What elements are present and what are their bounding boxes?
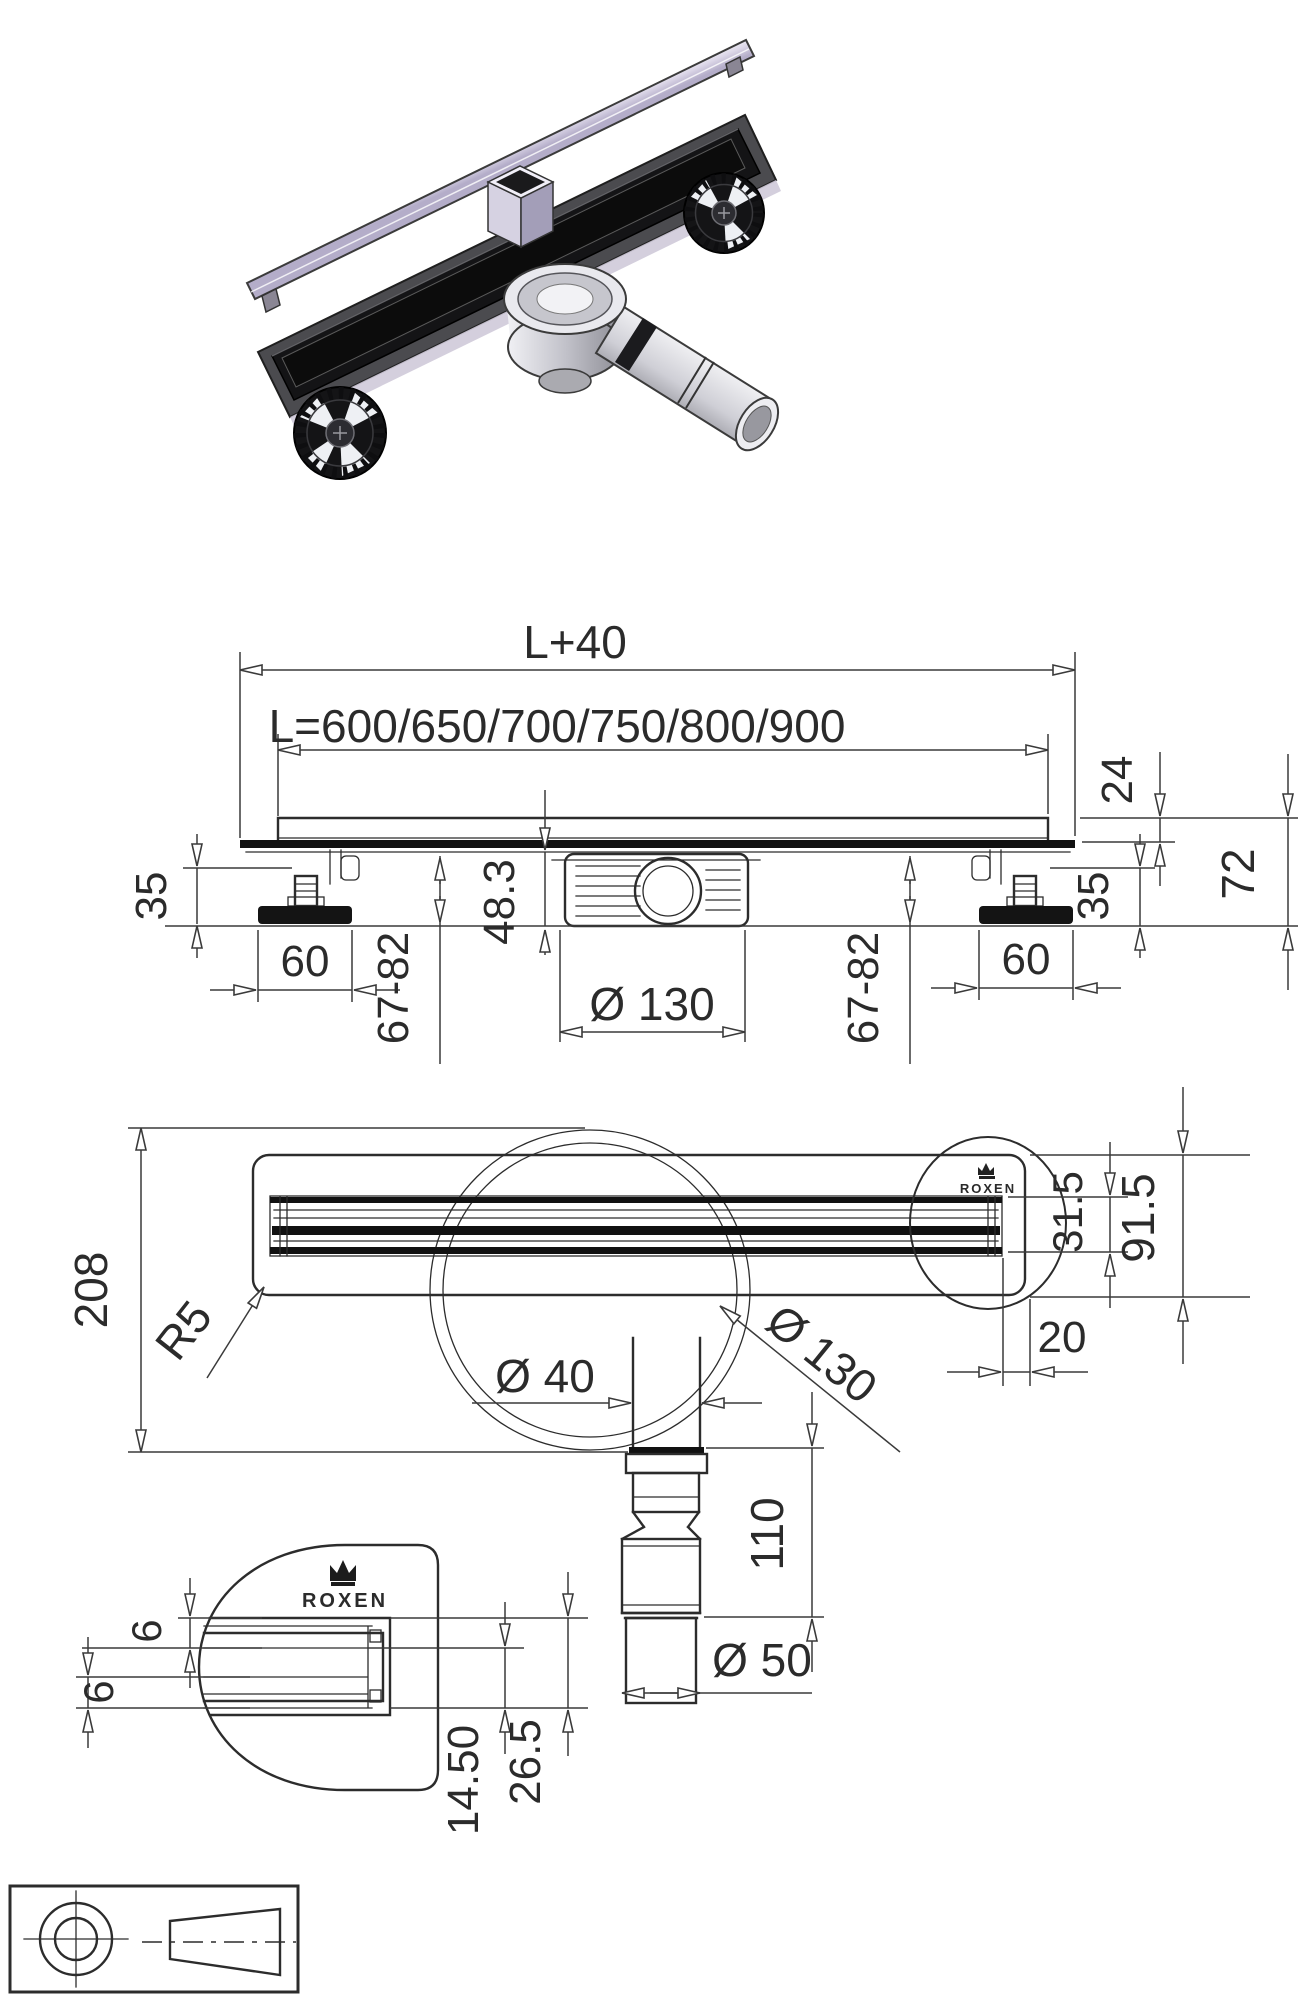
adjustable-foot-right (683, 172, 765, 254)
roxen-logo-plan: ROXEN (960, 1163, 1016, 1196)
outlet-pipe-view: Ø 40 110 Ø 50 (472, 1336, 824, 1705)
dim-total-length: L+40 (523, 616, 627, 668)
siphon-trap (503, 263, 780, 452)
trap-outlet-circle (633, 856, 703, 926)
dim-profile-6-top: 6 (123, 1619, 170, 1642)
grate-slot (269, 1195, 1003, 1257)
dim-end-gap-20: 20 (1038, 1313, 1087, 1362)
dim-foot-width-60-right: 60 (1002, 935, 1051, 984)
flange-band (240, 840, 1075, 848)
pipe-spigot (624, 1616, 698, 1705)
pipe-nut (624, 1452, 709, 1475)
dim-trap-depth-48-3: 48.3 (475, 859, 524, 945)
roxen-logo-detail: ROXEN (302, 1560, 388, 1612)
adjustable-foot-left (293, 386, 387, 480)
dim-flange-dia-130-plan: Ø 130 (757, 1294, 887, 1413)
dim-edge-width-91-5: 91.5 (1112, 1173, 1164, 1263)
foot-front-left (258, 849, 360, 924)
dim-length-options: L=600/650/700/750/800/900 (269, 700, 846, 752)
dim-foot-width-60-left: 60 (281, 937, 330, 986)
pipe-lower-body (620, 1537, 702, 1615)
dim-edge-height-24: 24 (1093, 756, 1142, 805)
flange-circle-inner (442, 1142, 738, 1438)
channel-body (256, 113, 781, 428)
grate-top-line (276, 816, 1050, 842)
isometric-assembly-view (245, 38, 781, 480)
plan-view: ROXEN 208 R5 Ø 130 31.5 91.5 20 (65, 1087, 1250, 1453)
cover-rail (245, 38, 756, 314)
logo-roxen-detail-circle: ROXEN (960, 1181, 1016, 1196)
dim-outlet-dia-40: Ø 40 (495, 1350, 595, 1402)
first-angle-projection-icon (8, 1884, 300, 1994)
dim-depth-26-5: 26.5 (501, 1719, 550, 1805)
dim-adjust-67-82-right: 67-82 (839, 932, 888, 1045)
dim-overall-height-72: 72 (1212, 848, 1264, 899)
front-elevation-view: L+40 L=600/650/700/750/800/900 24 72 35 … (127, 616, 1298, 1064)
label-corner-radius-r5: R5 (145, 1291, 222, 1369)
dim-body-width-208: 208 (65, 1252, 117, 1329)
dim-profile-6-side: 6 (75, 1680, 122, 1703)
pipe-upper-section (631, 1336, 702, 1449)
flange-circle-outer (429, 1129, 751, 1451)
edge-profile-detail-view: ROXEN 6 6 14.50 26.5 (75, 1543, 588, 1835)
logo-roxen-detail-view: ROXEN (302, 1590, 388, 1612)
detail-blob (197, 1543, 440, 1792)
dim-outlet-height-110: 110 (741, 1497, 793, 1570)
dim-slot-width-31-5: 31.5 (1044, 1171, 1091, 1253)
dim-depth-14-50: 14.50 (439, 1725, 488, 1835)
dim-outlet-dia-50: Ø 50 (712, 1634, 812, 1686)
roxen-crown-icon (978, 1163, 994, 1175)
pipe-gasket (629, 1447, 704, 1454)
dim-adjust-67-82-left: 67-82 (369, 932, 418, 1045)
roxen-crown-icon (330, 1560, 356, 1581)
dim-foot-height-35-right: 35 (1069, 872, 1118, 921)
detail-circle (909, 1136, 1067, 1310)
foot-front-right (971, 849, 1073, 924)
dim-foot-height-35-left: 35 (127, 872, 176, 921)
dim-flange-dia-130-front: Ø 130 (589, 978, 714, 1030)
outlet-stub (486, 165, 555, 249)
channel-body-plan (251, 1153, 1027, 1297)
